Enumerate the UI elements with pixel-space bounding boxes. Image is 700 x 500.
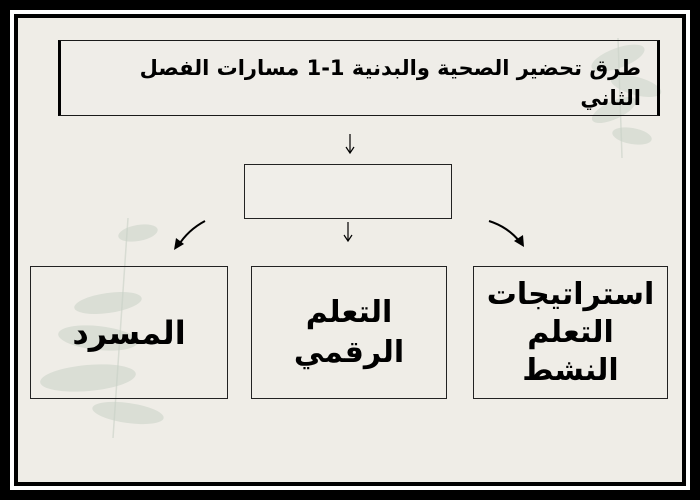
box-active-learning-label: استراتيجات التعلم النشط bbox=[474, 276, 667, 390]
arrow-top-down-head bbox=[345, 146, 355, 155]
arrow-curve-left-head bbox=[174, 238, 184, 250]
box-active-learning: استراتيجات التعلم النشط bbox=[473, 266, 668, 399]
box-glossary-label: المسرد bbox=[72, 313, 186, 352]
title-text: طرق تحضير الصحية والبدنية 1-1 مسارات الف… bbox=[139, 56, 641, 110]
box-active-learning-line1: استراتيجات bbox=[486, 276, 655, 312]
title-box: طرق تحضير الصحية والبدنية 1-1 مسارات الف… bbox=[58, 40, 660, 116]
box-active-learning-line2: التعلم النشط bbox=[522, 314, 619, 388]
slide-canvas: طرق تحضير الصحية والبدنية 1-1 مسارات الف… bbox=[18, 18, 682, 482]
box-glossary: المسرد bbox=[30, 266, 228, 399]
center-empty-box bbox=[244, 164, 452, 219]
arrow-middle-down-head bbox=[343, 234, 353, 243]
connector-arrows bbox=[174, 134, 524, 250]
arrow-curve-left bbox=[177, 220, 206, 247]
arrow-curve-right-head bbox=[514, 235, 524, 247]
box-digital-learning: التعلم الرقمي bbox=[251, 266, 447, 399]
arrow-curve-right bbox=[488, 220, 521, 243]
leaf-decoration bbox=[40, 37, 662, 439]
box-digital-learning-label: التعلم الرقمي bbox=[293, 294, 405, 370]
